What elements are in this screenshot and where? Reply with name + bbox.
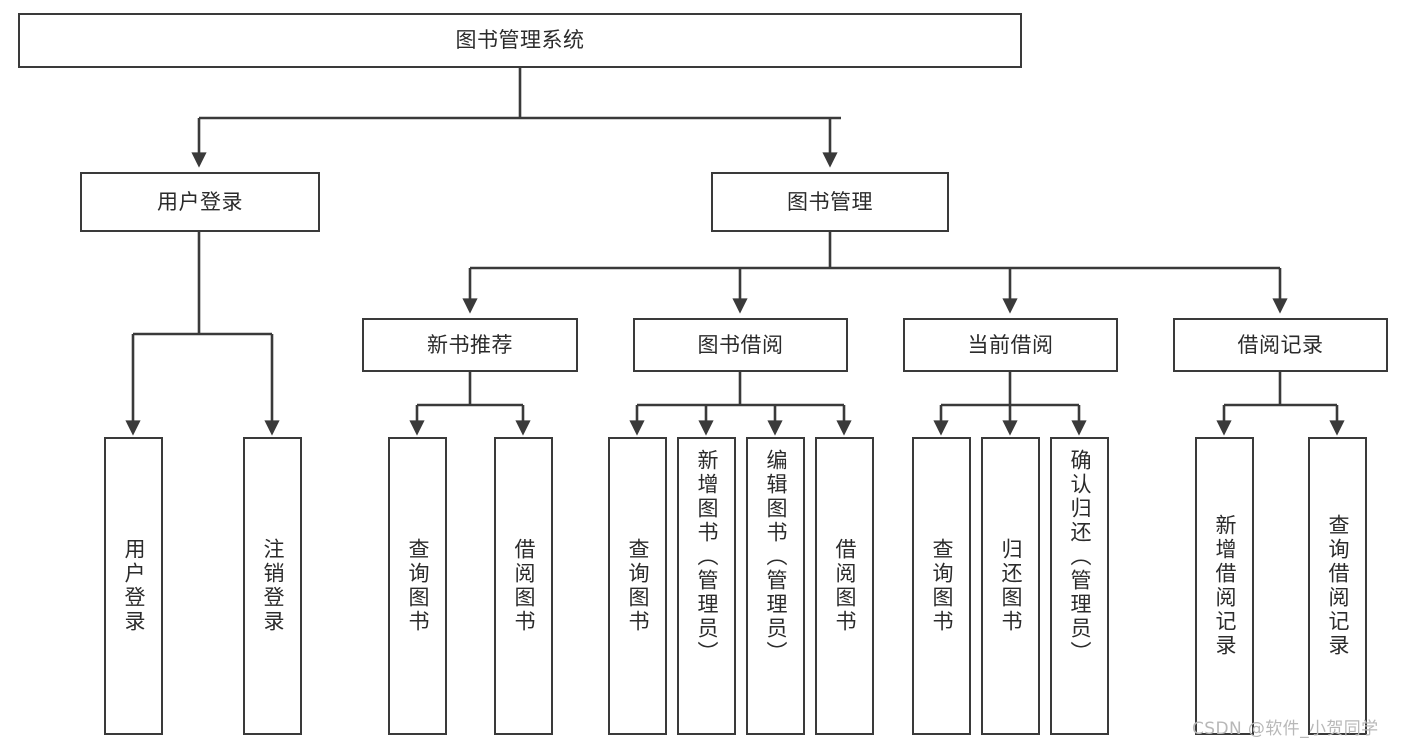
- node-root-book-management-system[interactable]: 图书管理系统: [18, 13, 1022, 68]
- node-label: 归还图书: [999, 538, 1023, 634]
- node-label: 确认归还（管理员）: [1068, 449, 1092, 665]
- node-label: 新增图书（管理员）: [695, 449, 719, 665]
- leaf-book-borrow-edit-book-admin[interactable]: 编辑图书（管理员）: [746, 437, 805, 735]
- node-label: 借阅图书: [512, 538, 536, 634]
- leaf-borrow-record-add-record[interactable]: 新增借阅记录: [1195, 437, 1254, 735]
- node-book-borrow[interactable]: 图书借阅: [633, 318, 848, 372]
- node-label: 查询图书: [406, 538, 430, 634]
- leaf-new-book-query-book[interactable]: 查询图书: [388, 437, 447, 735]
- leaf-book-borrow-borrow-book[interactable]: 借阅图书: [815, 437, 874, 735]
- node-label: 图书借阅: [697, 332, 784, 357]
- leaf-current-borrow-confirm-return-admin[interactable]: 确认归还（管理员）: [1050, 437, 1109, 735]
- leaf-user-login-logout[interactable]: 注销登录: [243, 437, 302, 735]
- leaf-book-borrow-query-book[interactable]: 查询图书: [608, 437, 667, 735]
- node-label: 用户登录: [122, 538, 146, 634]
- node-new-book-recommend[interactable]: 新书推荐: [362, 318, 578, 372]
- node-label: 图书管理系统: [455, 28, 585, 53]
- node-label: 新书推荐: [427, 332, 513, 357]
- node-label: 查询借阅记录: [1326, 514, 1350, 658]
- node-label: 注销登录: [261, 538, 285, 634]
- leaf-current-borrow-query-book[interactable]: 查询图书: [912, 437, 971, 735]
- leaf-book-borrow-add-book-admin[interactable]: 新增图书（管理员）: [677, 437, 736, 735]
- node-label: 借阅记录: [1237, 332, 1324, 357]
- node-user-login[interactable]: 用户登录: [80, 172, 320, 232]
- leaf-new-book-borrow-book[interactable]: 借阅图书: [494, 437, 553, 735]
- leaf-current-borrow-return-book[interactable]: 归还图书: [981, 437, 1040, 735]
- node-current-borrow[interactable]: 当前借阅: [903, 318, 1118, 372]
- node-label: 用户登录: [157, 189, 243, 214]
- leaf-borrow-record-query-record[interactable]: 查询借阅记录: [1308, 437, 1367, 735]
- csdn-watermark: CSDN @软件_小贺同学: [1192, 719, 1379, 739]
- leaf-user-login-login[interactable]: 用户登录: [104, 437, 163, 735]
- node-label: 编辑图书（管理员）: [764, 449, 788, 665]
- node-book-management[interactable]: 图书管理: [711, 172, 949, 232]
- node-borrow-record[interactable]: 借阅记录: [1173, 318, 1388, 372]
- node-label: 查询图书: [626, 538, 650, 634]
- node-label: 借阅图书: [833, 538, 857, 634]
- node-label: 新增借阅记录: [1213, 514, 1237, 658]
- node-label: 图书管理: [787, 189, 873, 214]
- node-label: 当前借阅: [967, 332, 1054, 357]
- node-label: 查询图书: [930, 538, 954, 634]
